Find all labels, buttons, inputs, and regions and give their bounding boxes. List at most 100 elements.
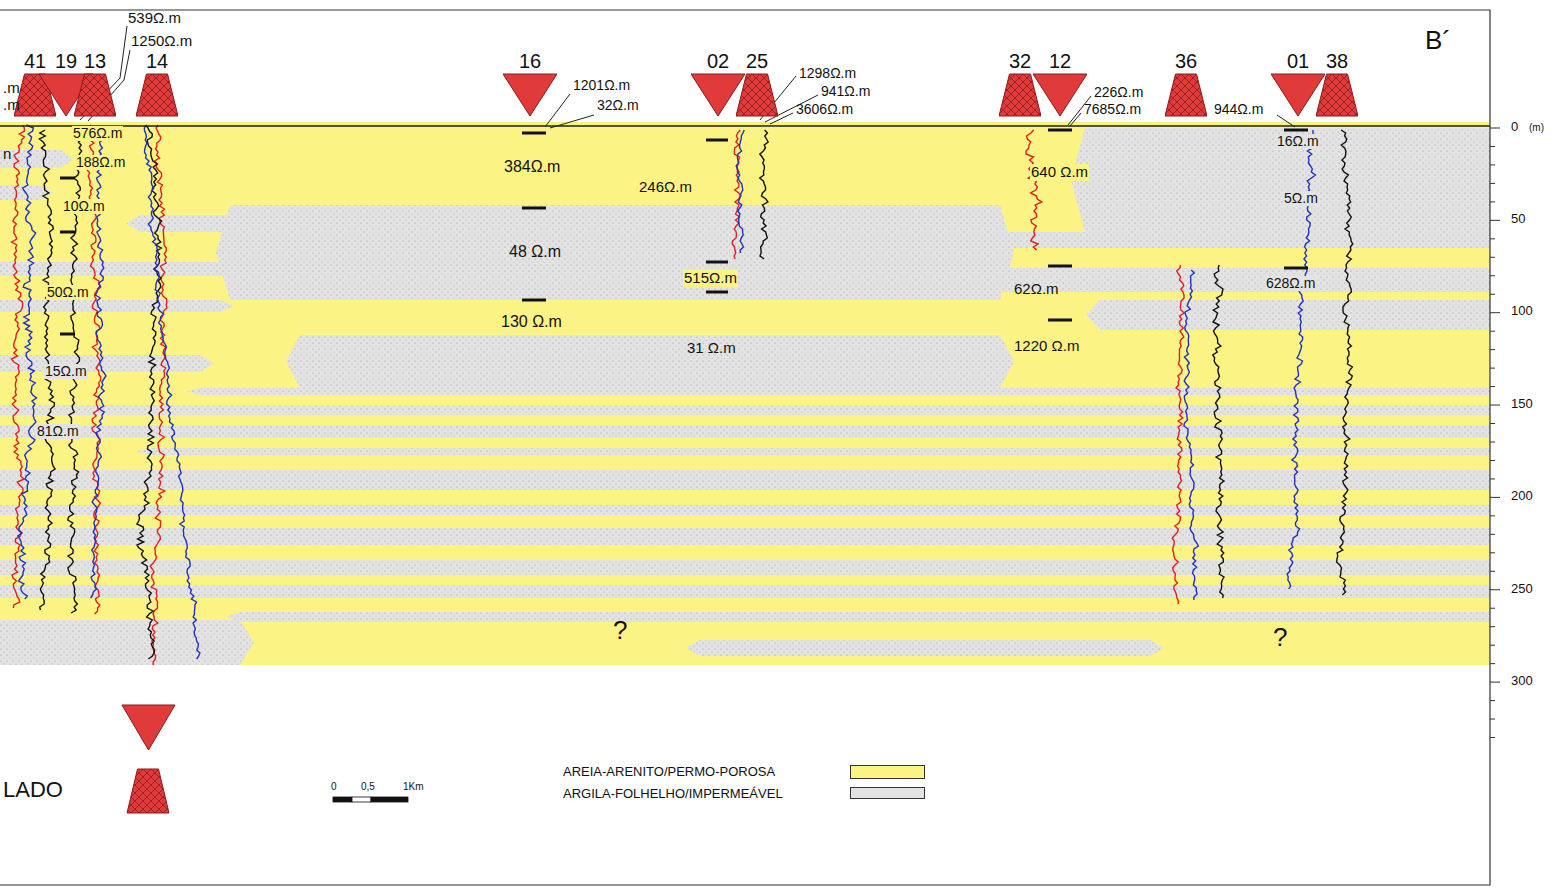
clay-layer xyxy=(0,262,244,276)
axis-tick xyxy=(1490,497,1500,498)
interface-tick xyxy=(1284,267,1308,270)
legend-swatch xyxy=(850,765,925,779)
resistivity-value: 1201Ω.m xyxy=(572,78,631,93)
interface-tick xyxy=(522,207,546,210)
axis-tick xyxy=(1490,460,1495,461)
legend-text: ARGILA-FOLHELHO/IMPERMEÁVEL xyxy=(562,787,784,801)
well-symbol xyxy=(999,72,1041,118)
well-marker: 32 xyxy=(999,50,1041,118)
axis-tick xyxy=(1490,423,1495,424)
axis-tick xyxy=(1490,183,1495,184)
axis-tick xyxy=(1490,737,1495,738)
section-end-label: B´ xyxy=(1424,26,1452,55)
clay-layer xyxy=(0,620,254,665)
resistivity-value: 3606Ω.m xyxy=(795,102,854,117)
depth-label: 50 xyxy=(1510,212,1526,226)
axis-tick xyxy=(1490,700,1495,701)
resistivity-value: 31 Ω.m xyxy=(686,340,737,357)
well-number: 02 xyxy=(691,50,745,72)
interface-tick xyxy=(706,291,728,294)
axis-tick xyxy=(1490,645,1495,646)
scale-bar xyxy=(333,797,352,802)
cut-label: .m xyxy=(2,80,21,97)
resistivity-value: 81Ω.m xyxy=(36,424,80,439)
axis-tick xyxy=(1490,589,1500,590)
axis-tick xyxy=(1490,682,1500,683)
well-shape xyxy=(1271,74,1325,116)
well-shape xyxy=(736,74,778,116)
clay-layer xyxy=(0,300,234,312)
depth-label: 0 xyxy=(1510,120,1519,134)
well-log xyxy=(1026,130,1042,250)
well-log xyxy=(144,125,200,659)
well-marker: 36 xyxy=(1165,50,1207,118)
axis-tick xyxy=(1490,478,1495,479)
resistivity-value: 130 Ω.m xyxy=(500,313,563,331)
clay-layer xyxy=(1086,300,1490,330)
resistivity-value: 5Ω.m xyxy=(1283,191,1319,206)
well-shape xyxy=(1033,74,1087,116)
clay-layer xyxy=(986,232,1490,248)
well-marker: 13 xyxy=(74,50,116,118)
unknown-mark: ? xyxy=(1272,623,1288,652)
well-symbol xyxy=(1165,72,1207,118)
axis-tick xyxy=(1490,719,1495,720)
axis-tick xyxy=(1490,515,1495,516)
axis-tick xyxy=(1490,128,1500,129)
scale-label: 0,5 xyxy=(360,781,376,792)
axis-tick xyxy=(1490,220,1500,221)
scale-label: 0 xyxy=(330,781,338,792)
well-marker: 16 xyxy=(503,50,557,118)
well-symbol xyxy=(74,72,116,118)
well-shape xyxy=(1165,74,1207,116)
resistivity-value: 384Ω.m xyxy=(503,158,561,176)
leader-line xyxy=(545,94,570,127)
well-shape xyxy=(691,74,745,116)
well-symbol xyxy=(736,72,778,118)
clay-layer xyxy=(0,505,1490,515)
well-shape xyxy=(127,769,169,813)
well-number: 38 xyxy=(1316,50,1358,72)
resistivity-value: 246Ω.m xyxy=(638,179,693,196)
well-number: 41 xyxy=(14,50,56,72)
axis-tick xyxy=(1490,349,1495,350)
depth-label: 150 xyxy=(1510,397,1534,411)
section xyxy=(0,122,1490,665)
ground-line xyxy=(0,125,1490,127)
clay-layer xyxy=(0,528,1490,545)
well-marker: 38 xyxy=(1316,50,1358,118)
well-number: 01 xyxy=(1271,50,1325,72)
well-shape xyxy=(74,74,116,116)
axis-tick xyxy=(1490,294,1495,295)
well-log xyxy=(1172,265,1184,604)
clay-layer xyxy=(0,470,1490,490)
well-log xyxy=(732,130,741,259)
interface-tick xyxy=(706,139,728,142)
resistivity-value: 48 Ω.m xyxy=(508,243,562,261)
resistivity-value: 576Ω.m xyxy=(72,126,123,141)
axis-tick xyxy=(1490,164,1495,165)
resistivity-value: 50Ω.m xyxy=(46,285,90,300)
axis-tick xyxy=(1490,238,1495,239)
resistivity-value: 1220 Ω.m xyxy=(1013,338,1080,355)
clay-layer xyxy=(136,448,1490,455)
depth-label: 250 xyxy=(1510,582,1534,596)
well-log xyxy=(736,130,744,253)
axis-tick xyxy=(1490,257,1495,258)
resistivity-value: 628Ω.m xyxy=(1265,276,1316,291)
scale-bar xyxy=(352,797,371,802)
axis-tick xyxy=(1490,608,1495,609)
resistivity-value: 188Ω.m xyxy=(75,155,126,170)
well-number: 13 xyxy=(74,50,116,72)
legend-symbol xyxy=(126,767,170,815)
interface-tick xyxy=(522,299,546,302)
axis-tick xyxy=(1490,368,1495,369)
well-symbol xyxy=(1316,72,1358,118)
depth-label: 200 xyxy=(1510,489,1534,503)
resistivity-value: 32Ω.m xyxy=(596,98,640,113)
clay-layer xyxy=(0,560,1490,575)
interface-tick xyxy=(706,261,728,264)
clay-layer xyxy=(126,215,264,232)
interface-tick xyxy=(60,333,75,336)
interface-tick xyxy=(60,231,75,234)
